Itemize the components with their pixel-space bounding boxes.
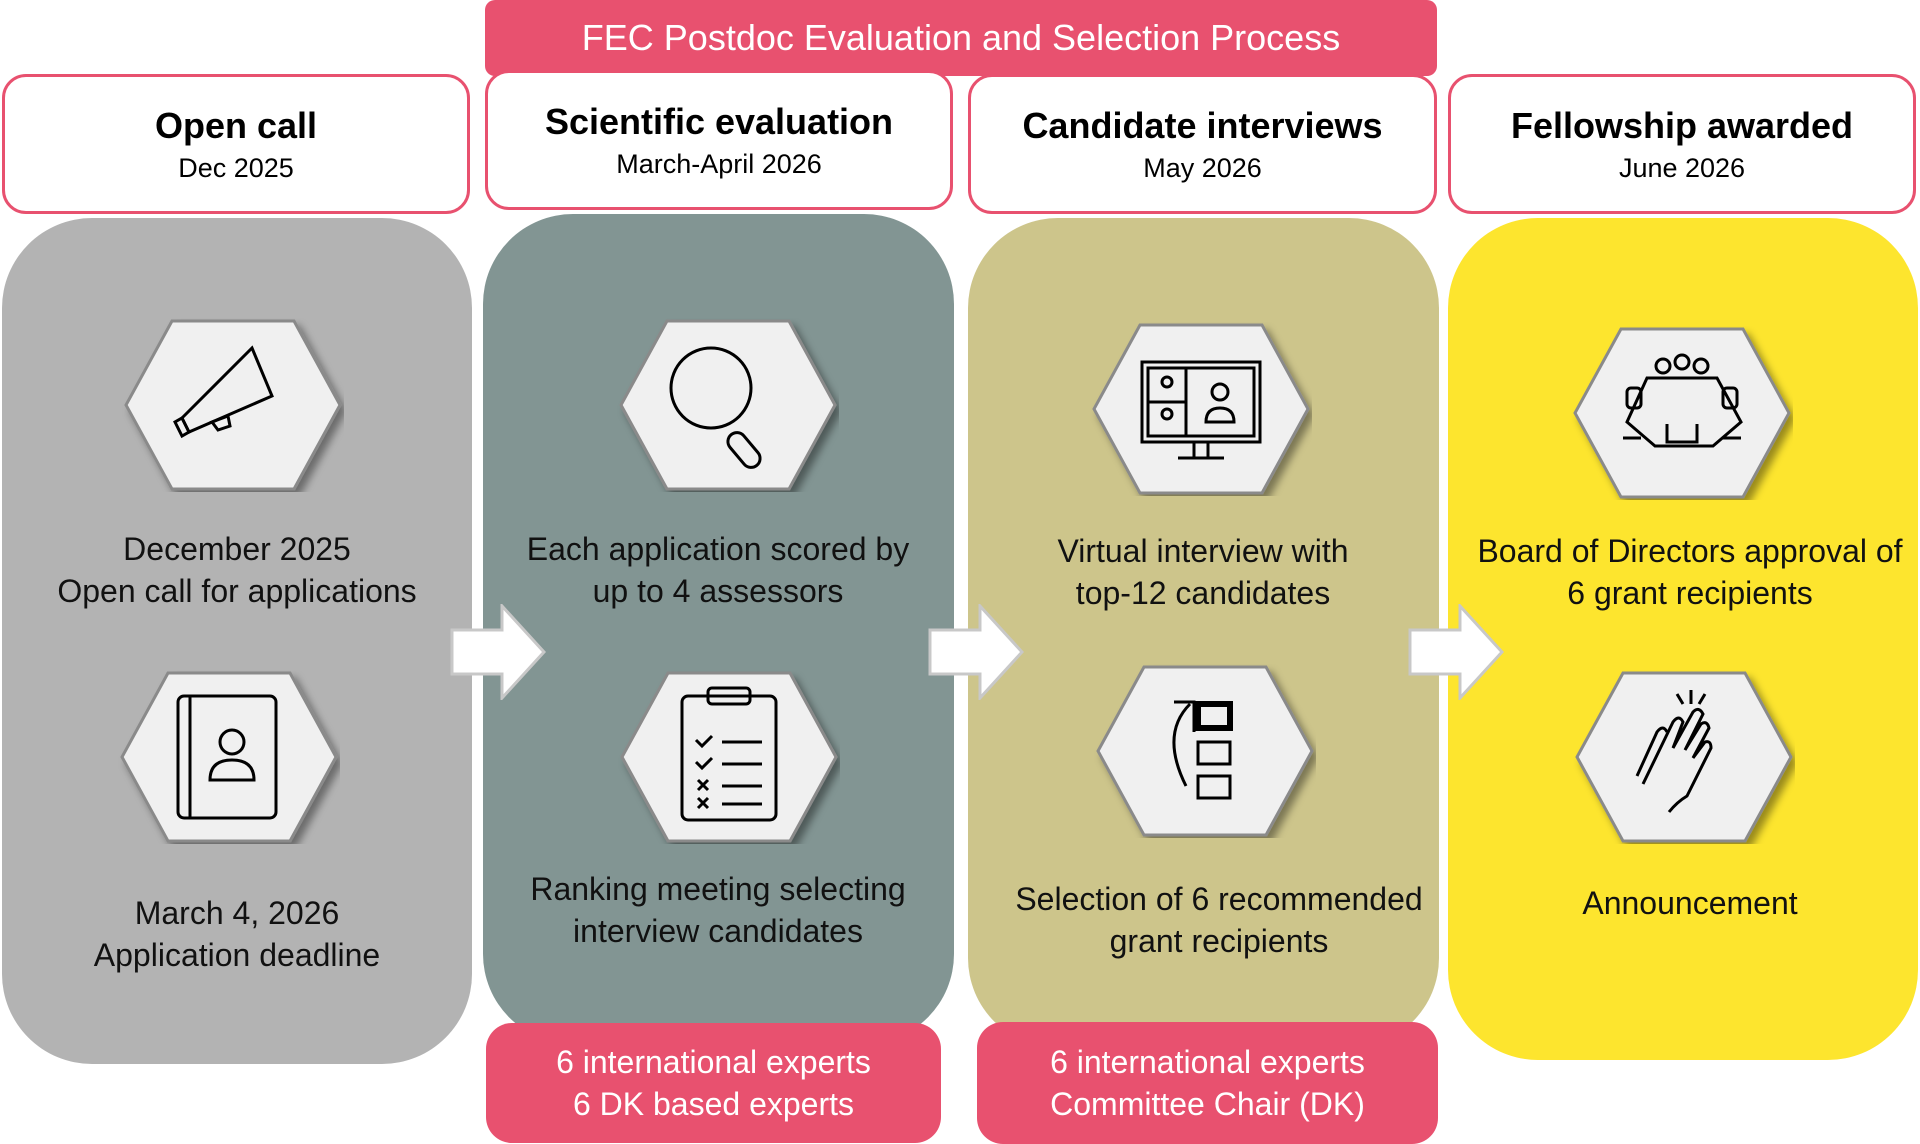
header-open-call: Open call Dec 2025 (2, 74, 470, 214)
column-heading: Candidate interviews (1022, 104, 1383, 146)
column-date: March-April 2026 (616, 148, 822, 179)
column-date: Dec 2025 (178, 152, 294, 183)
step-text: Announcement (1582, 885, 1798, 921)
megaphone-icon (122, 318, 344, 492)
column-heading: Fellowship awarded (1510, 104, 1854, 146)
arrow-right-icon (928, 604, 1024, 700)
clipboard-checklist-icon (618, 670, 840, 844)
column-date: May 2026 (1143, 152, 1262, 183)
boardroom-icon (1571, 326, 1793, 500)
header-candidate-interviews: Candidate interviews May 2026 (968, 74, 1437, 214)
header-fellowship-awarded: Fellowship awarded June 2026 (1448, 74, 1916, 214)
clapping-hands-icon (1573, 670, 1795, 844)
column-date: June 2026 (1618, 152, 1746, 183)
process-title: FEC Postdoc Evaluation and Selection Pro… (485, 0, 1437, 76)
arrow-right-icon (1408, 604, 1504, 700)
ranking-list-icon (1094, 664, 1316, 838)
magnifier-icon (617, 318, 839, 492)
column-heading: Scientific evaluation (544, 100, 894, 142)
header-scientific-evaluation: Scientific evaluation March-April 2026 (485, 70, 953, 210)
video-conference-icon (1090, 322, 1312, 496)
arrow-right-icon (450, 604, 546, 700)
contact-book-icon (118, 670, 340, 844)
column-heading: Open call (154, 104, 318, 146)
